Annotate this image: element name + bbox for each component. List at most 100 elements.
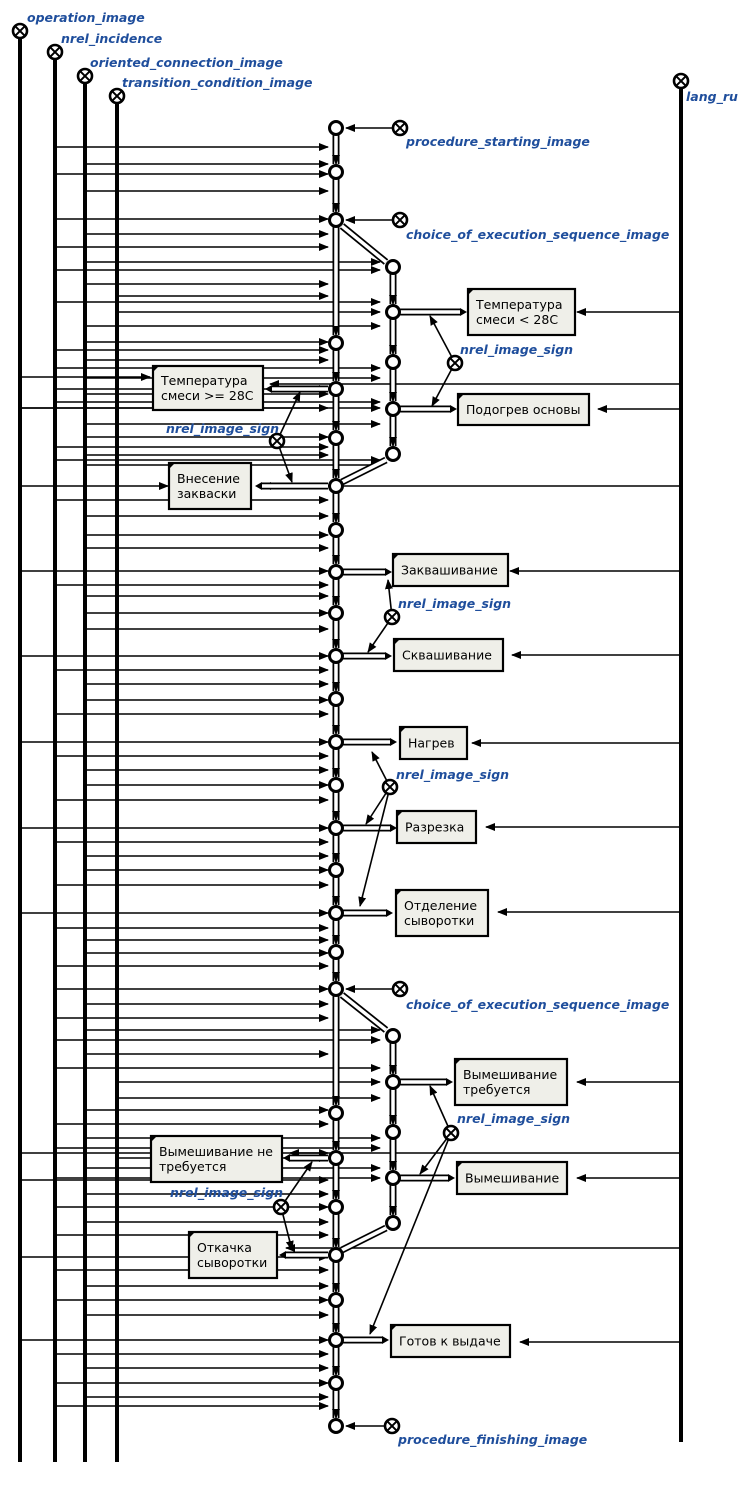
box-corner [397,811,403,817]
x-marker-stroke [112,91,122,101]
label-choice-2: choice_of_execution_sequence_image [406,997,669,1013]
label-transition-condition: transition_condition_image [122,75,313,91]
node-main [328,1247,344,1263]
box-mix: Вымешивание [455,1160,569,1196]
x-marker-stroke [395,215,405,225]
diag-pipe-inner [340,993,388,1032]
h-pipe-head [265,385,272,393]
node-main [328,648,344,664]
x-marker-stroke [80,71,90,81]
box-rect [151,364,265,412]
node-side [385,1074,401,1090]
node-main [328,734,344,750]
box-text-line: смеси >= 28C [161,388,254,403]
box-corner [455,1059,461,1065]
h-pipe-head [279,1251,286,1259]
box-rect [394,888,490,938]
x-marker-stroke [385,782,395,792]
h-pipe-head [460,308,467,316]
x-procedure-marker [391,980,409,998]
box-rect [187,1230,279,1280]
x-transition [108,87,126,105]
box-rect [395,809,478,845]
box-text-line: Сквашивание [402,648,492,663]
box-text-line: Отделение [404,898,477,913]
sign-arrow [429,1085,452,1134]
h-pipe-head [390,824,397,832]
node-main [328,981,344,997]
box-text-line: Вымешивание не [159,1144,273,1159]
node-main [328,820,344,836]
box-rect [453,1057,569,1107]
node-main [328,164,344,180]
x-marker-stroke [387,1421,397,1431]
box-corner [458,394,464,400]
box-rect [456,392,591,427]
box-text-line: Нагрев [408,736,455,751]
box-text-line: сыворотки [197,1255,267,1270]
box-text-line: Внесение [177,471,240,486]
label-sign-4: nrel_image_sign [396,767,509,783]
box-ready: Готов к выдаче [389,1323,512,1359]
node-side [385,1028,401,1044]
box-rect [167,461,253,511]
h-pipe-head [390,738,397,746]
node-side [385,1170,401,1186]
nodes [328,120,401,1434]
h-pipe-head [448,1174,455,1182]
node-side [385,304,401,320]
h-pipe-head [255,482,262,490]
node-main [328,1150,344,1166]
sign-arrow [358,786,391,907]
sign-arrow [369,1132,452,1335]
box-rect [466,287,577,337]
box-corner [394,639,400,645]
diag-pipe-inner [341,1226,387,1252]
node-main [328,564,344,580]
node-main [328,605,344,621]
node-main [328,1199,344,1215]
h-pipe-head [382,1336,389,1344]
x-incidence [46,43,64,61]
x-sign [383,608,401,626]
node-side [385,401,401,417]
box-corner [169,463,175,469]
x-sign [446,354,464,372]
box-curdle: Сквашивание [392,637,505,673]
node-main [328,212,344,228]
box-text-line: Подогрев основы [466,402,580,417]
box-corner [457,1162,463,1168]
label-sign-5: nrel_image_sign [457,1111,570,1127]
label-sign-1: nrel_image_sign [460,342,573,358]
box-text-line: Откачка [197,1240,252,1255]
box-heat: Нагрев [398,725,469,761]
lang-arrows [471,308,681,1346]
x-marker-stroke [50,47,60,57]
h-pipe-head [385,652,392,660]
node-main [328,905,344,921]
label-choice-1: choice_of_execution_sequence_image [406,227,669,243]
sign-arrow [280,1161,313,1208]
box-cut: Разрезка [395,809,478,845]
x-sign [381,778,399,796]
h-pipe-head [386,909,393,917]
box-corner [468,289,474,295]
x-operation [11,22,29,40]
x-marker-stroke [387,612,397,622]
box-text-line: Температура [475,297,563,312]
x-procedure-marker [391,211,409,229]
box-rect [392,637,505,673]
box-corner [391,1325,397,1331]
h-pipe-head [450,405,457,413]
x-marker-stroke [272,436,282,446]
x-procedure-marker [383,1417,401,1435]
h-pipe-head [283,1154,290,1162]
box-text-line: Температура [160,373,248,388]
box-text-line: Готов к выдаче [399,1334,501,1349]
